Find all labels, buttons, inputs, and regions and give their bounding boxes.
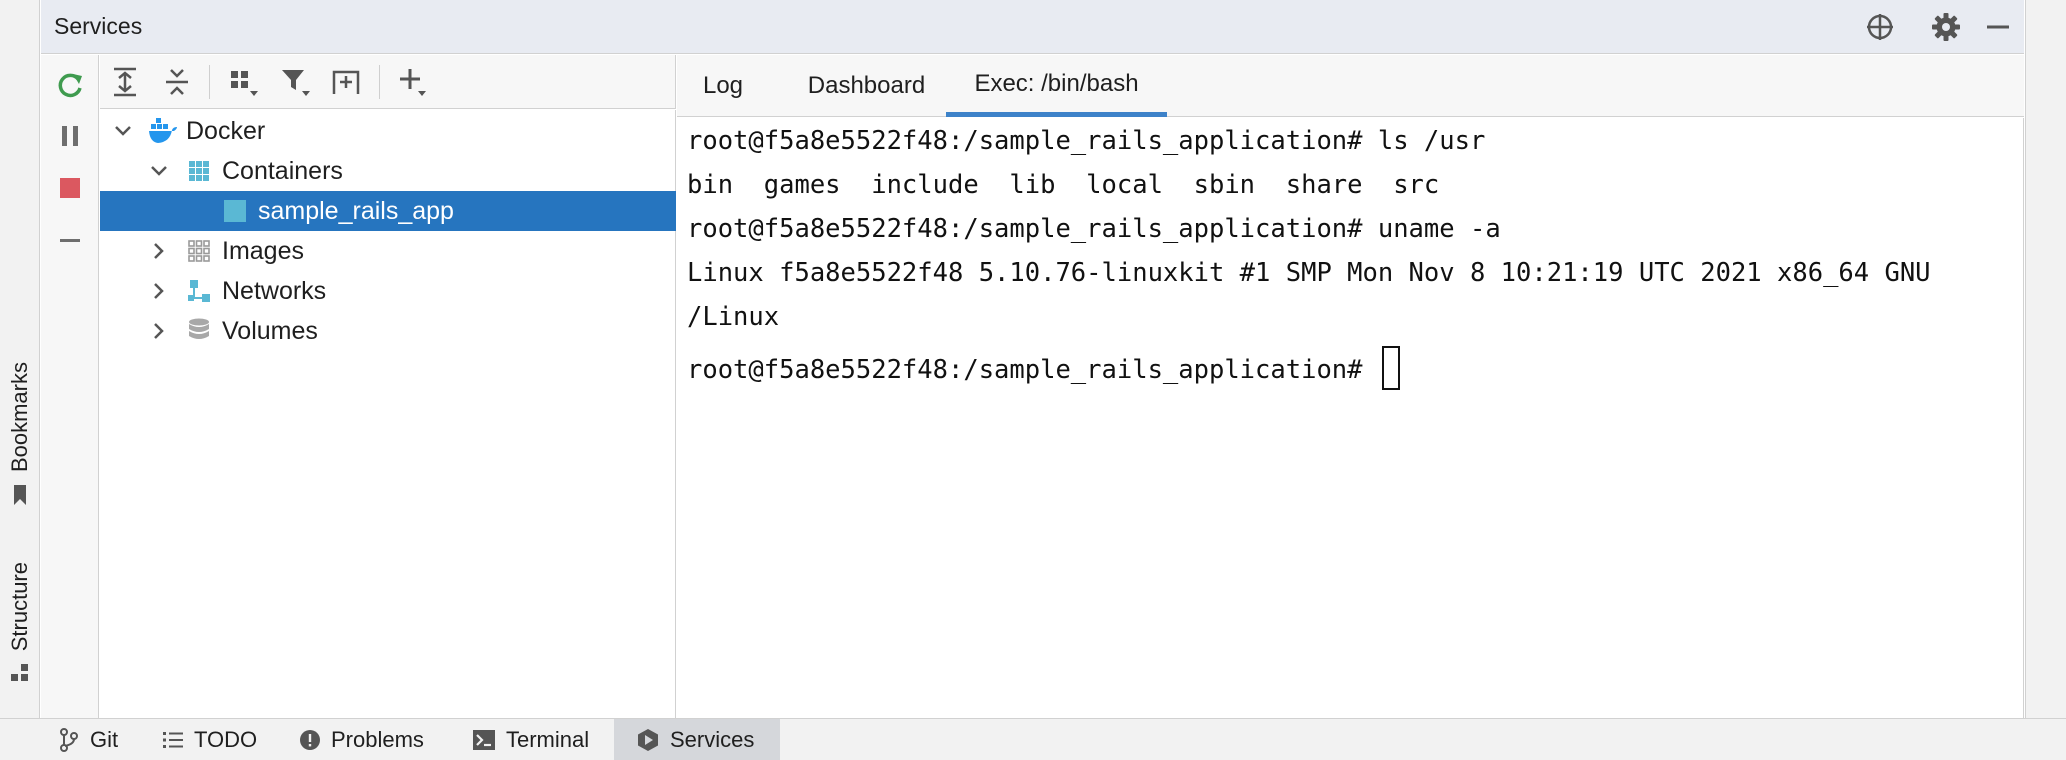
collapse-all-icon [166, 69, 188, 95]
minus-icon [60, 239, 80, 242]
stop-button[interactable] [52, 170, 88, 206]
bottom-tab-label: Services [670, 727, 755, 752]
console-line: /Linux [687, 302, 780, 332]
services-tree: Docker Containers sample_rails_app [100, 110, 676, 718]
bookmarks-label: Bookmarks [7, 362, 32, 473]
bottom-tab-terminal[interactable]: Terminal [472, 719, 589, 760]
terminal-icon [473, 730, 495, 750]
bookmark-icon [14, 485, 26, 506]
structure-icon [11, 664, 28, 682]
plus-icon [400, 69, 426, 96]
bottom-tab-git[interactable]: Git [58, 719, 118, 760]
structure-label: Structure [7, 562, 32, 652]
services-icon [638, 729, 658, 751]
tree-item-label: Networks [222, 276, 327, 305]
detail-tab-bar: Log Dashboard Exec: /bin/bash [677, 55, 2024, 117]
tab-dashboard[interactable]: Dashboard [769, 55, 964, 117]
tree-item-docker[interactable]: Docker [100, 111, 676, 151]
pause-icon [62, 126, 78, 146]
tab-exec-bin-bash[interactable]: Exec: /bin/bash [946, 55, 1167, 117]
volumes-icon [184, 316, 214, 346]
tree-item-containers[interactable]: Containers [100, 151, 676, 191]
minimize-icon[interactable] [1981, 10, 2015, 44]
remove-button[interactable] [52, 222, 88, 258]
refresh-icon [58, 73, 82, 98]
docker-icon [148, 116, 178, 146]
chevron-right-icon[interactable] [149, 281, 169, 301]
images-icon [184, 236, 214, 266]
tree-item-volumes[interactable]: Volumes [100, 311, 676, 351]
container-icon [220, 196, 250, 226]
expand-all-button[interactable] [105, 62, 145, 102]
console-line: root@f5a8e5522f48:/sample_rails_applicat… [687, 214, 1501, 244]
right-tool-stripe [2025, 0, 2066, 718]
bottom-tab-label: TODO [194, 727, 258, 752]
tab-log[interactable]: Log [677, 55, 769, 117]
console-line: Linux f5a8e5522f48 5.10.76-linuxkit #1 S… [687, 258, 1931, 288]
problems-icon [300, 730, 320, 750]
structure-tool-tab[interactable]: Structure [4, 562, 36, 683]
bottom-tab-label: Problems [331, 727, 424, 752]
tree-item-label: Containers [222, 156, 343, 185]
tree-item-label: Docker [186, 116, 266, 145]
filter-icon [282, 70, 310, 96]
tree-item-networks[interactable]: Networks [100, 271, 676, 311]
new-tab-icon [332, 70, 360, 94]
panel-title: Services [54, 13, 143, 39]
tree-item-images[interactable]: Images [100, 231, 676, 271]
filter-button[interactable] [276, 62, 316, 102]
tab-label: Dashboard [807, 72, 926, 99]
services-header: Services [41, 0, 2024, 54]
terminal-console[interactable]: root@f5a8e5522f48:/sample_rails_applicat… [677, 118, 2024, 718]
tree-item-label: Volumes [222, 316, 318, 345]
console-prompt: root@f5a8e5522f48:/sample_rails_applicat… [687, 355, 1378, 385]
git-branch-icon [60, 728, 78, 752]
console-prompt-line: root@f5a8e5522f48:/sample_rails_applicat… [687, 346, 1400, 390]
group-by-button[interactable] [224, 62, 264, 102]
tree-item-label: Images [222, 236, 304, 265]
bottom-tab-services[interactable]: Services [614, 719, 780, 760]
bookmarks-tool-tab[interactable]: Bookmarks [4, 362, 36, 506]
bottom-tab-label: Terminal [506, 727, 590, 752]
chevron-right-icon[interactable] [149, 241, 169, 261]
action-column [41, 55, 99, 718]
gear-icon[interactable] [1929, 10, 1963, 44]
terminal-cursor [1381, 346, 1400, 390]
group-icon [231, 71, 258, 96]
bottom-tab-label: Git [90, 727, 119, 752]
refresh-button[interactable] [52, 68, 88, 104]
new-service-button[interactable] [326, 62, 366, 102]
collapse-all-button[interactable] [157, 62, 197, 102]
add-service-button[interactable] [394, 62, 434, 102]
chevron-down-icon[interactable] [149, 161, 169, 181]
tab-label: Log [702, 72, 744, 99]
chevron-down-icon[interactable] [113, 121, 133, 141]
pause-button[interactable] [52, 118, 88, 154]
locate-icon[interactable] [1863, 10, 1897, 44]
tree-item-sample-rails-app[interactable]: sample_rails_app [100, 191, 676, 231]
bottom-tool-bar: Git TODO Problems Terminal Services [0, 718, 2066, 760]
left-tool-stripe: Bookmarks Structure [0, 0, 40, 718]
chevron-right-icon[interactable] [149, 321, 169, 341]
expand-all-icon [114, 67, 136, 97]
tree-item-label: sample_rails_app [258, 196, 454, 225]
tab-label: Exec: /bin/bash [974, 69, 1139, 97]
bottom-tab-todo[interactable]: TODO [162, 719, 257, 760]
tree-toolbar [100, 55, 676, 109]
stop-icon [60, 178, 80, 198]
console-line: root@f5a8e5522f48:/sample_rails_applicat… [687, 126, 1486, 156]
console-line: bin games include lib local sbin share s… [687, 170, 1440, 200]
containers-icon [184, 156, 214, 186]
bottom-tab-problems[interactable]: Problems [299, 719, 424, 760]
networks-icon [184, 276, 214, 306]
list-icon [163, 732, 183, 748]
